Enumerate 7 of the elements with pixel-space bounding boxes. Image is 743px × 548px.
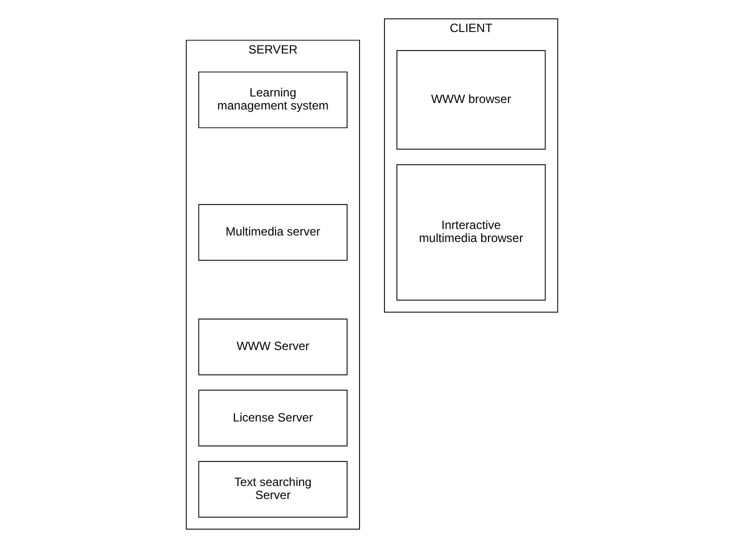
node-box: WWW browser [396, 50, 546, 150]
node-box: Multimedia server [198, 204, 348, 261]
node-box: Inrteractive multimedia browser [396, 164, 546, 301]
node-box: Learning management system [198, 72, 348, 128]
node-box: WWW Server [198, 318, 348, 376]
node-box: Text searching Server [198, 461, 348, 518]
node-box: License Server [198, 390, 348, 446]
